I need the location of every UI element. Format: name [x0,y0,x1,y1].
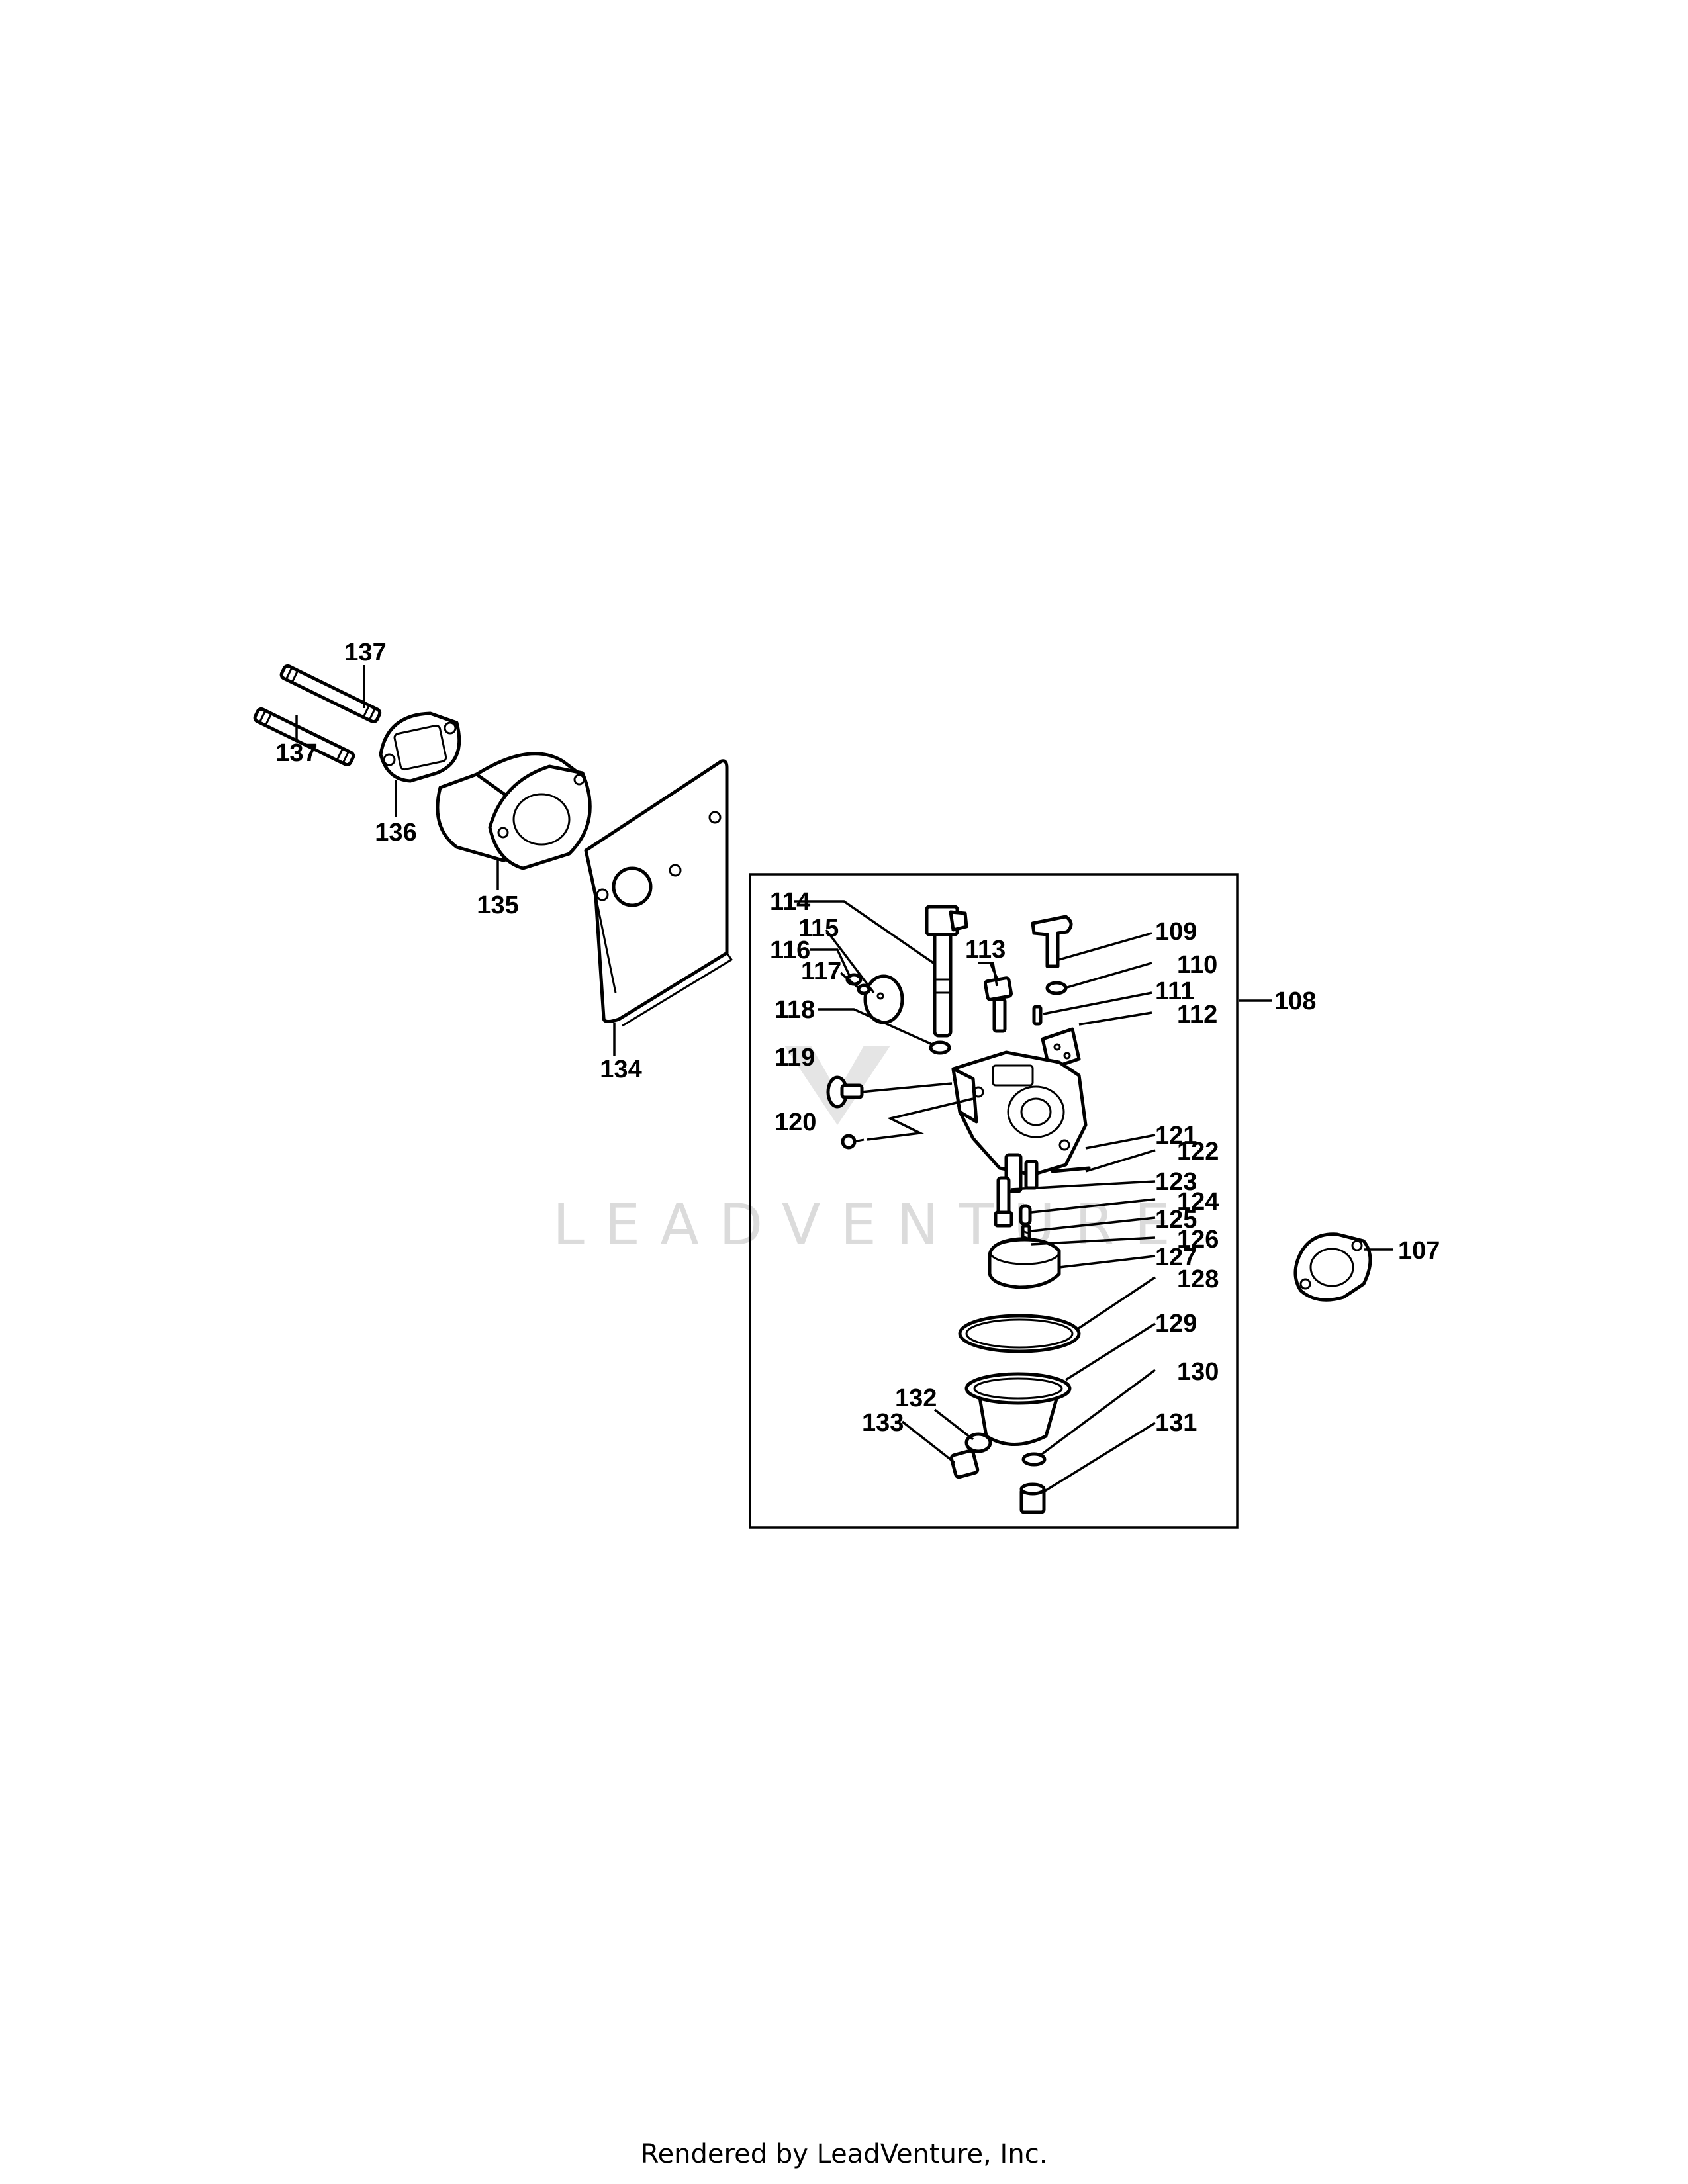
callout-120: 120 [774,1109,816,1136]
part-114-choke-shaft[interactable] [925,905,968,1038]
callout-128: 128 [1177,1265,1219,1293]
part-129-float-bowl[interactable] [964,1372,1072,1446]
part-131-drain-bolt[interactable] [1019,1482,1046,1514]
callout-labels: 137 137 136 135 134 114 115 116 117 118 … [275,639,1440,1437]
callout-114: 114 [770,888,810,916]
callout-126: 126 [1177,1226,1219,1253]
callout-129: 129 [1155,1310,1197,1338]
callout-107: 107 [1398,1237,1440,1265]
callout-111: 111 [1155,978,1194,1005]
part-134-heat-shield[interactable] [584,759,733,1027]
callout-137b: 137 [275,739,317,767]
callout-130: 130 [1177,1358,1219,1386]
part-123-emulsion-tube[interactable] [994,1176,1013,1228]
part-107-gasket[interactable] [1293,1232,1372,1302]
callout-132: 132 [895,1385,937,1412]
callout-108: 108 [1274,987,1316,1015]
callout-110: 110 [1177,951,1217,979]
part-136-gasket[interactable] [379,711,461,783]
callout-109: 109 [1155,918,1197,946]
part-120-screw[interactable] [841,1134,865,1150]
part-124-125-126-needle-spring[interactable] [1019,1204,1032,1248]
callout-136: 136 [375,819,416,846]
callout-125: 125 [1155,1206,1197,1234]
callout-119: 119 [774,1044,815,1071]
callout-117: 117 [801,958,841,985]
callout-118: 118 [774,996,815,1024]
part-118-washer[interactable] [929,1040,951,1055]
footer-credit: Rendered by LeadVenture, Inc. [640,2139,1048,2169]
callout-112: 112 [1177,1001,1217,1028]
part-122-pin[interactable] [1051,1166,1091,1173]
part-113-idle-screw[interactable] [983,976,1013,1033]
part-137-studs[interactable] [253,664,382,767]
callout-113: 113 [965,936,1006,964]
part-128-o-ring[interactable] [958,1314,1081,1353]
callout-127: 127 [1155,1244,1197,1271]
watermark-text: LEADVENTURE [553,1192,1190,1258]
callout-122: 122 [1177,1138,1219,1165]
part-121-carburetor-body[interactable] [951,1050,1088,1193]
part-135-intake-block[interactable] [436,752,592,870]
callout-134: 134 [600,1056,641,1083]
callout-131: 131 [1155,1409,1197,1437]
part-111-spring[interactable] [1032,1005,1043,1026]
leader-lines [295,665,1393,1494]
part-115-choke-plate[interactable] [863,974,904,1024]
part-110-washer[interactable] [1045,981,1068,995]
callout-137a: 137 [344,639,386,666]
part-127-float[interactable] [988,1237,1061,1289]
callout-121: 121 [1155,1122,1197,1150]
leadventure-watermark: LEADVENTURE [553,1046,1190,1258]
part-130-washer[interactable] [1021,1452,1047,1467]
callout-135: 135 [477,891,518,919]
callout-116: 116 [770,936,810,964]
callout-133: 133 [862,1409,904,1437]
callout-123: 123 [1155,1168,1197,1196]
part-133-bolt[interactable] [949,1449,980,1479]
callout-124: 124 [1177,1188,1219,1216]
carburetor-kit-frame [749,873,1239,1529]
callout-115: 115 [798,915,839,942]
part-109-screw[interactable] [1031,915,1073,968]
